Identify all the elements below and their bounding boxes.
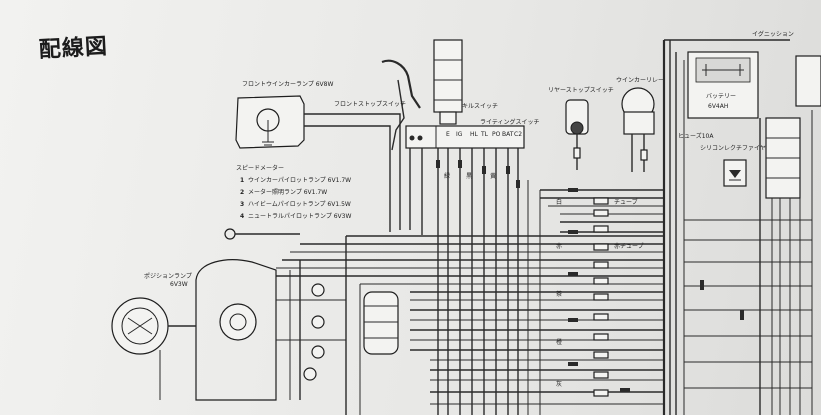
tube-connectors [593, 197, 609, 397]
wire-color-5: 赤 [556, 243, 562, 250]
terminal-ig: IG [456, 131, 463, 138]
wire-color-1: 緑 [444, 172, 450, 180]
legend-text-4: ニュートラルパイロットランプ 6V3W [248, 213, 351, 220]
position-lamp [111, 297, 196, 400]
wire-color-7: 橙 [556, 338, 562, 346]
terminal-bat: BAT [502, 131, 514, 138]
speedometer-housing [195, 236, 361, 415]
legend-num-1: 1 [240, 177, 244, 184]
winker-relay-label: ウインカーリレー [616, 76, 664, 84]
tube-label-1: チューブ [614, 198, 638, 206]
front-stop-switch-label: フロントストップスイッチ [334, 101, 406, 108]
right-bus-lines [662, 39, 813, 415]
rectifier [723, 159, 747, 187]
position-lamp-rating: 6V3W [170, 281, 188, 288]
wire-color-4: 白 [556, 198, 562, 206]
legend-num-4: 4 [240, 213, 244, 220]
battery [687, 51, 759, 119]
speedometer-legend: 1 ウインカーパイロットランプ 6V1.7W 2 メーター照明ランプ 6V1.7… [240, 176, 351, 220]
terminal-tl: TL [480, 131, 489, 138]
wire-color-3: 黄 [490, 172, 496, 180]
wire-color-2: 黒 [466, 173, 472, 180]
lighting-switch-block: E IG HL TL PO BAT C2 [405, 125, 525, 149]
legend-text-1: ウインカーパイロットランプ 6V1.7W [248, 176, 351, 184]
front-winker-lamp-label: フロントウインカーランプ 6V8W [242, 80, 333, 88]
winker-relay [621, 87, 655, 172]
ground-terminal [224, 228, 300, 240]
middle-unit [363, 291, 399, 355]
terminal-c2: C2 [514, 131, 522, 138]
legend-num-3: 3 [240, 201, 244, 208]
battery-rating: 6V4AH [708, 103, 728, 110]
wire-color-8: 灰 [556, 380, 562, 388]
front-winker-lamp [235, 95, 322, 149]
battery-label: バッテリー [706, 93, 736, 100]
legend-text-2: メーター照明ランプ 6V1.7W [248, 188, 327, 196]
kill-switch-label: キルスイッチ [462, 103, 498, 110]
terminal-po: PO [492, 131, 501, 138]
wire-color-marks [436, 160, 744, 392]
terminal-e: E [446, 131, 450, 138]
speedometer-label: スピードメーター [236, 164, 284, 172]
wire-color-6: 茶 [556, 290, 562, 298]
legend-num-2: 2 [240, 189, 244, 196]
tube-label-2: 赤チューブ [614, 242, 644, 250]
harness-horizontal [276, 189, 812, 405]
fuse-label: ヒューズ10A [678, 132, 714, 140]
ignition-label: イグニッション [752, 30, 794, 38]
rear-stop-switch [565, 99, 589, 170]
rectifier-label: シリコンレクチファイヤー [700, 145, 772, 152]
position-lamp-label: ポジションランプ [144, 272, 192, 280]
lighting-switch-label: ライティングスイッチ [480, 118, 540, 126]
rear-stop-switch-label: リヤーストップスイッチ [548, 87, 614, 94]
terminal-hl: HL [470, 131, 479, 138]
connector-block-right [765, 55, 821, 199]
front-stop-switch [381, 39, 463, 151]
legend-text-3: ハイビームパイロットランプ 6V1.5W [248, 200, 351, 208]
